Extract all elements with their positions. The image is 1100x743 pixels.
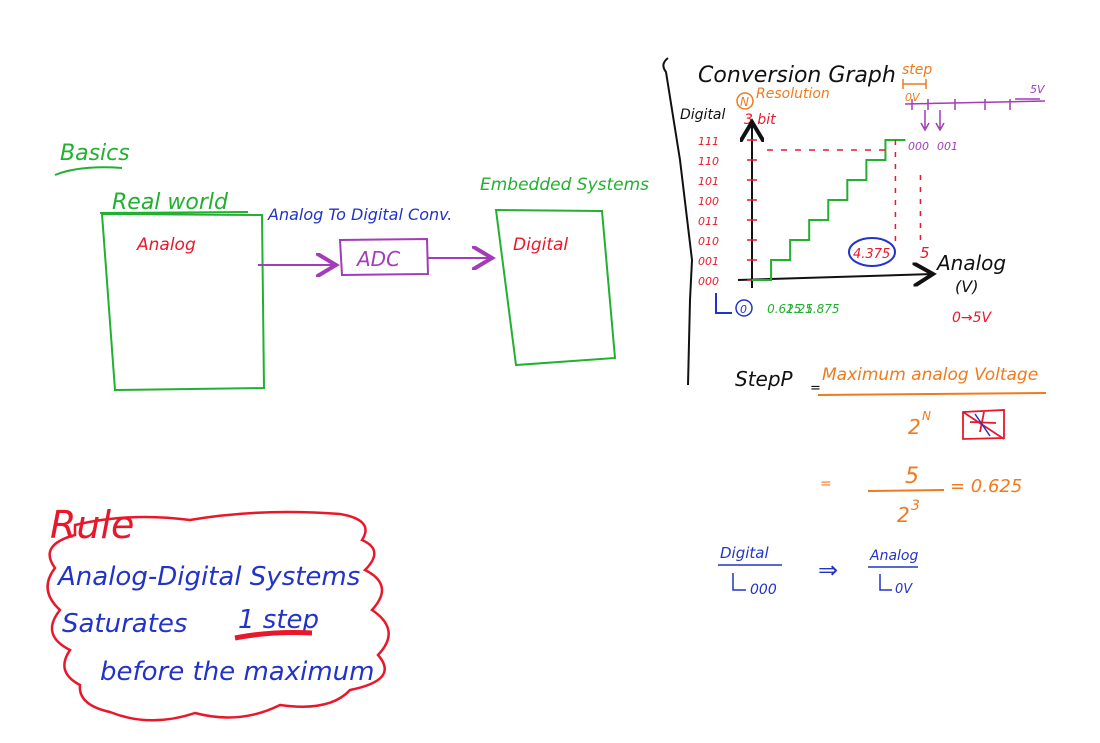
y-tick-label: 101 [698,175,719,188]
formula-exponent: N [922,409,931,423]
calc-fraction-bar [867,489,945,492]
y-tick-label: 001 [698,255,719,268]
real-world-content: Analog [136,235,196,255]
basics-underline [54,166,123,176]
conversion-label: Analog To Digital Conv. [267,205,452,224]
crossed-box-icon [962,409,1005,440]
rule-line-2-pre: Saturates [62,609,187,639]
section-divider-brace [662,57,694,386]
real-world-box [100,212,266,392]
calc-denominator: 2 [897,503,910,527]
x-tick-label: 1.25 [786,302,813,316]
y-tick-label: 000 [698,275,719,288]
real-world-label-underline [99,211,249,214]
formula-denominator: 2 [908,415,921,439]
staircase-series [752,139,906,281]
rule-line-2-emph: 1 step [238,605,319,635]
formula-equals: = [810,381,821,396]
graph-step-bracket [902,79,927,89]
formula-step-word: StepP [735,367,794,391]
mapping-digital-value: 000 [750,582,777,598]
formula-numerator: Maximum analog Voltage [822,365,1038,385]
y-tick-label: 010 [698,235,719,248]
graph-code-001: 001 [937,140,958,153]
graph-axis-5v: 5V [1030,83,1046,96]
rule-title: Rule [50,503,134,547]
voltage-scale-line [904,98,1046,110]
x-tick-label: 1.875 [805,302,839,316]
basics-heading: Basics [60,141,130,166]
mapping-digital-label: Digital [720,544,769,562]
rule-line-3: before the maximum [100,657,374,687]
calc-exponent: 3 [911,498,920,514]
x-axis-unit: (V) [955,277,978,296]
mapping-analog-label: Analog [869,548,918,564]
range-note: 0→5V [952,310,993,326]
max-value: 4.375 [853,247,890,262]
origin-label: 0 [740,303,747,316]
resolution-marker: N [740,95,749,109]
rule-emph-underline [234,630,313,641]
graph-code-000: 000 [908,140,929,153]
mapping-digital-hook [732,573,746,591]
voltage-down-arrows [920,110,945,132]
mapping-analog-hook [879,574,892,591]
bits-label: 3 bit [744,112,776,128]
rule-line-1: Analog-Digital Systems [56,562,360,592]
origin-circle [735,299,753,317]
graph-step-label: step [902,62,932,78]
mapping-arrow: ⇒ [818,556,838,584]
resolution-circle [736,92,754,110]
embedded-label: Embedded Systems [480,175,649,195]
graph-title: Conversion Graph [698,63,896,88]
y-tick-label: 111 [698,135,719,148]
y-tick-label: 110 [698,155,719,168]
mapping-analog-value: 0V [895,582,913,597]
max-value-circle [848,237,896,267]
embedded-box [494,208,617,367]
max-axis-label: 5 [920,244,930,262]
crossed-box-inner [974,413,991,437]
calc-equals: = [820,476,832,492]
calc-numerator: 5 [905,464,919,489]
adc-label: ADC [355,247,400,271]
resolution-label: Resolution [756,86,830,102]
embedded-content: Digital [513,235,568,255]
y-axis-label: Digital [680,107,726,123]
formula-fraction-bar [817,392,1047,396]
real-world-label: Real world [112,190,229,215]
origin-hook [715,293,732,314]
x-tick-label: 0.625 [767,302,801,316]
y-tick-label: 100 [698,195,719,208]
adc-box [338,237,430,277]
rule-cloud-outline [46,510,390,722]
x-axis-label: Analog [935,251,1006,275]
graph-axis-0v: 0V [905,91,921,104]
calc-result: = 0.625 [950,476,1022,497]
y-tick-label: 011 [698,215,719,228]
